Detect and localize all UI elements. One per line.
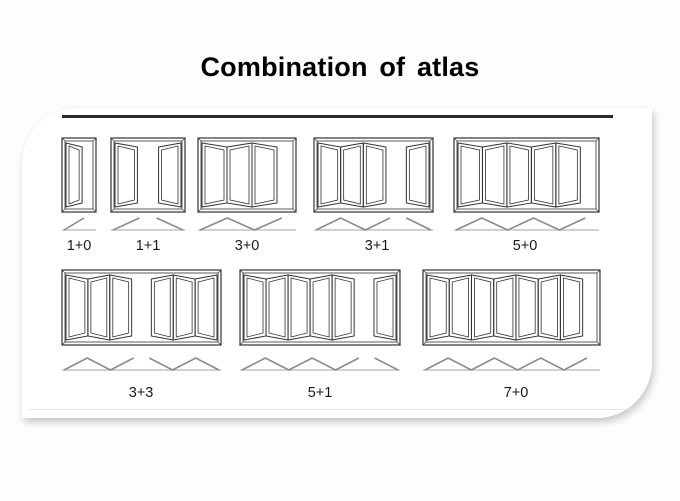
config-label-5-1: 5+1 (307, 385, 333, 401)
config-label-5-0: 5+0 (512, 238, 538, 254)
door-frame (453, 137, 600, 213)
door-frame (197, 137, 297, 213)
config-label-1-1: 1+1 (135, 238, 161, 254)
atlas-card (22, 108, 652, 418)
door-frame (313, 137, 434, 213)
config-label-3-3: 3+3 (128, 385, 154, 401)
door-frame (61, 269, 222, 346)
door-frame (422, 269, 601, 346)
page-title: Combination of atlas (200, 52, 480, 82)
header-rule (62, 115, 613, 118)
config-label-3-0: 3+0 (234, 238, 260, 254)
config-label-3-1: 3+1 (364, 238, 390, 254)
config-label-7-0: 7+0 (503, 385, 529, 401)
card-bottom-edge (28, 409, 638, 410)
door-frame (110, 137, 186, 213)
door-frame (61, 137, 97, 213)
door-frame (239, 269, 401, 346)
config-label-1-0: 1+0 (66, 238, 92, 254)
